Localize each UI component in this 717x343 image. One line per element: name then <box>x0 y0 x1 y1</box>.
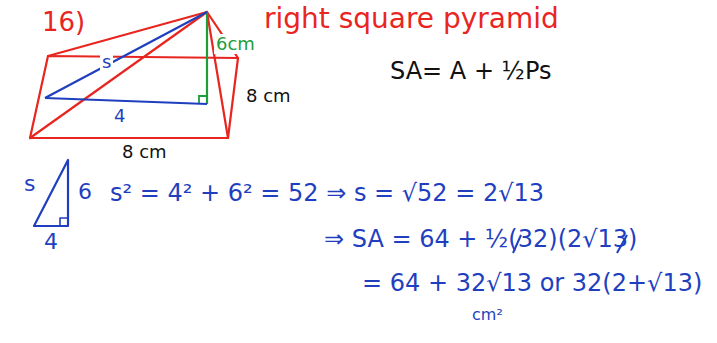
formula: SA= A + ½Ps <box>388 58 553 84</box>
dimension: 8 cm <box>244 86 293 106</box>
triangle-side: 4 <box>42 230 60 254</box>
equation: ⇒ SA = 64 + ½(32)(2√13) <box>322 226 639 252</box>
slant-label: s <box>100 52 113 72</box>
triangle-side: s <box>22 172 37 196</box>
half-base-label: 4 <box>112 106 127 126</box>
triangle-side: 6 <box>76 180 94 204</box>
half-base-line <box>45 98 207 104</box>
height-line <box>206 12 208 104</box>
unit-label: cm² <box>470 306 505 324</box>
equation: = 64 + 32√13 or 32(2+√13) <box>360 270 704 296</box>
right-triangle <box>34 160 68 226</box>
figure-title: right square pyramid <box>262 4 561 35</box>
dimension: 8 cm <box>120 142 169 162</box>
pyramid-edge <box>207 12 228 138</box>
right-angle-mark <box>60 218 68 226</box>
height-label: 6cm <box>214 34 257 54</box>
problem-number: 16) <box>40 8 87 37</box>
equation: s² = 4² + 6² = 52 ⇒ s = √52 = 2√13 <box>108 180 546 206</box>
